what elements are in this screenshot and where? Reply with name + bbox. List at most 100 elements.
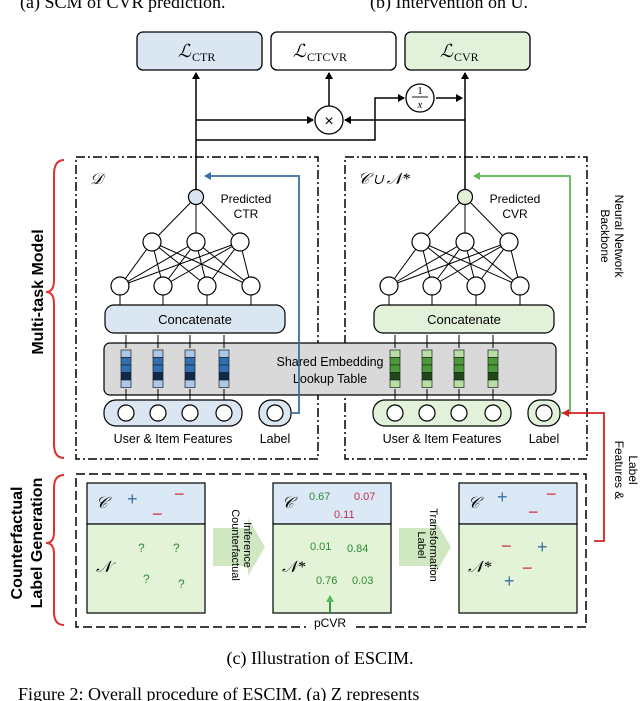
- multiply-symbol: ×: [324, 113, 333, 130]
- box1-unknown-2: ?: [173, 541, 180, 555]
- caption-c: (c) Illustration of ESCIM.: [227, 648, 414, 669]
- counterfactual-inference-arrow: [213, 518, 265, 576]
- left-input-node-2: [181, 404, 199, 422]
- loss-cvr-box: ℒ CVR: [404, 31, 531, 71]
- right-concatenate-box: [373, 304, 555, 334]
- left-embedding-columns: [120, 335, 230, 404]
- clg-brace: [45, 474, 65, 626]
- box3-negative-sign-1: −: [546, 484, 557, 504]
- backbone-line2: Neural Network: [612, 195, 626, 279]
- left-hidden2-node-3: [241, 276, 261, 296]
- left-embedding-column-3: [218, 335, 230, 404]
- box1-positive-sign: +: [127, 489, 138, 509]
- right-embedding-column-0: [389, 335, 401, 404]
- left-network: [110, 160, 261, 305]
- right-input-node-0: [386, 404, 404, 422]
- loss-ctr-sub: CTR: [192, 50, 215, 64]
- right-embedding-column-2: [453, 335, 465, 404]
- box2-nonclicked-set: 𝒩*: [282, 559, 305, 576]
- right-set-label: 𝒞 ∪ 𝒩*: [358, 171, 410, 188]
- box1-unknown-4: ?: [178, 577, 185, 591]
- loss-ctr-box: ℒ CTR: [136, 31, 263, 71]
- right-predicted-line1: Predicted: [490, 192, 541, 206]
- left-input-node-0: [117, 404, 135, 422]
- left-set-label: 𝒟: [90, 171, 106, 188]
- right-hidden2-node-1: [422, 276, 442, 296]
- right-hidden2-node-2: [466, 276, 486, 296]
- loss-ctcvr-sub: CTCVR: [307, 50, 347, 64]
- reciprocal-numerator: 1: [417, 85, 423, 97]
- box2-bottom-value-4: 0.03: [352, 575, 373, 587]
- multiply-node: ×: [314, 105, 344, 135]
- right-hidden2-node-0: [379, 276, 399, 296]
- box3-negative-sign-4: −: [522, 558, 533, 578]
- loss-ctcvr-symbol: ℒ: [293, 41, 307, 61]
- box3-nonclicked-set: 𝒩*: [468, 559, 491, 576]
- right-hidden2-node-3: [510, 276, 530, 296]
- arrow1-line2: Inference: [241, 522, 253, 568]
- multi-task-brace: [45, 159, 65, 459]
- right-output-node: [456, 188, 474, 206]
- left-tower-frame: [75, 156, 319, 460]
- box3-negative-sign-3: −: [501, 536, 512, 556]
- right-embedding-column-3: [487, 335, 499, 404]
- left-input-node-1: [149, 404, 167, 422]
- left-feature-group: [103, 399, 243, 427]
- right-input-node-2: [450, 404, 468, 422]
- features-label-arrow: [562, 409, 605, 542]
- right-tower-frame: [344, 156, 588, 460]
- left-hidden1-node-1: [186, 232, 206, 252]
- clg-label-line2: Label Generation: [29, 478, 46, 609]
- reciprocal-node: 1 x: [405, 83, 435, 113]
- clg-box-inferred: 𝒞 𝒩* 0.67 0.07 0.11 0.01 0.84 0.76 0.03: [272, 482, 392, 614]
- loss-cvr-symbol: ℒ: [440, 41, 454, 61]
- left-concatenate-box: [104, 304, 286, 334]
- left-concatenate-label: Concatenate: [158, 312, 232, 327]
- right-concatenate-label: Concatenate: [427, 312, 501, 327]
- right-hidden1-node-2: [499, 232, 519, 252]
- box1-unknown-1: ?: [138, 541, 145, 555]
- clg-box-observed: 𝒞 𝒩 + − − ? ? ? ?: [86, 482, 206, 614]
- backbone-line1: Backbone: [598, 209, 612, 263]
- right-input-node-3: [484, 404, 502, 422]
- right-hidden1-node-0: [411, 232, 431, 252]
- arrow2-line2: Transformation: [427, 508, 439, 582]
- right-input-node-1: [418, 404, 436, 422]
- shared-embedding-table: [103, 342, 557, 396]
- pcvr-label: pCVR: [314, 616, 346, 630]
- left-embedding-column-2: [184, 335, 196, 404]
- box2-top-value-2: 0.07: [354, 491, 375, 503]
- right-embedding-columns: [389, 335, 499, 404]
- shared-embedding-line2: Lookup Table: [293, 372, 367, 386]
- right-label-text: Label: [529, 432, 560, 446]
- right-label-node: [535, 404, 553, 422]
- features-label-line1: Features &: [612, 441, 626, 500]
- box3-negative-sign-2: −: [528, 502, 539, 522]
- box2-top-value-1: 0.67: [309, 491, 330, 503]
- left-label-text: Label: [260, 432, 291, 446]
- arrow2-line1: Label: [415, 532, 427, 559]
- box2-bottom-value-1: 0.01: [310, 541, 331, 553]
- box1-negative-sign-1: −: [174, 484, 185, 504]
- right-predicted-line2: CVR: [502, 207, 528, 221]
- input-nodes: [117, 404, 553, 422]
- shared-embedding-line1: Shared Embedding: [276, 355, 383, 369]
- right-network: [379, 160, 530, 305]
- left-input-node-3: [215, 404, 233, 422]
- box1-nonclicked-set: 𝒩: [96, 559, 116, 576]
- box3-positive-sign-3: +: [504, 571, 515, 591]
- clg-label-line1: Counterfactual: [9, 487, 26, 600]
- box2-bottom-value-3: 0.76: [316, 575, 337, 587]
- box3-positive-sign-2: +: [537, 537, 548, 557]
- right-features-label: User & Item Features: [383, 432, 502, 446]
- loss-ctcvr-box: ℒ CTCVR: [270, 31, 397, 71]
- caption-b: (b) Intervention on U.: [370, 0, 528, 13]
- multi-task-label: Multi-task Model: [30, 229, 47, 354]
- box2-top-value-3: 0.11: [334, 509, 355, 521]
- clg-box-transformed: 𝒞 𝒩* + − − − + − +: [458, 482, 578, 614]
- caption-a: (a) SCM of CVR prediction.: [20, 0, 225, 13]
- left-label-arrow: [204, 172, 300, 414]
- left-network-edges: [119, 160, 252, 305]
- left-features-label: User & Item Features: [114, 432, 233, 446]
